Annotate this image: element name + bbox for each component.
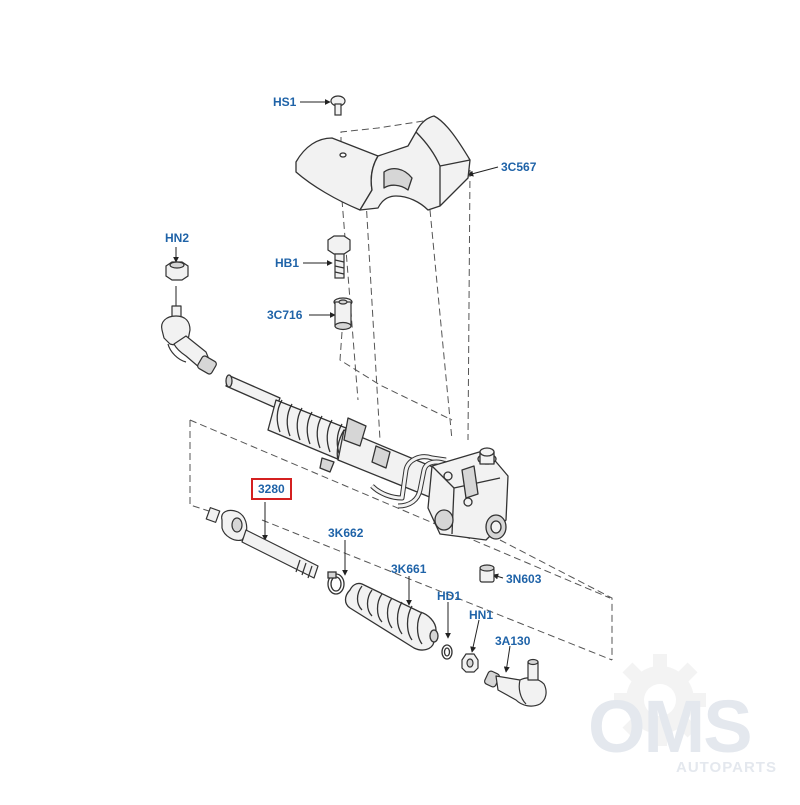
callout-3k662[interactable]: 3K662 <box>328 526 364 540</box>
callout-hs1[interactable]: HS1 <box>273 95 297 109</box>
tie-rod-end-3a130[interactable] <box>483 658 547 707</box>
callout-3c567[interactable]: 3C567 <box>501 160 537 174</box>
callout-3k661[interactable]: 3K661 <box>391 562 427 576</box>
callout-hd1[interactable]: HD1 <box>437 589 462 603</box>
heat-shield-3c567[interactable] <box>295 115 471 211</box>
bellows-3k661[interactable] <box>344 582 439 651</box>
callout-3a130[interactable]: 3A130 <box>495 634 531 648</box>
callout-hn1[interactable]: HN1 <box>469 608 494 622</box>
callout-3n603[interactable]: 3N603 <box>506 572 542 586</box>
cap-3n603[interactable] <box>479 564 495 583</box>
callout-leaders <box>173 99 511 673</box>
clamp-3k662[interactable] <box>327 571 345 595</box>
callout-3c716[interactable]: 3C716 <box>267 308 303 322</box>
bushing-3c716[interactable] <box>333 297 353 331</box>
nut-hn2[interactable] <box>165 261 189 281</box>
bolt-hb1[interactable] <box>327 235 351 279</box>
callout-hb1[interactable]: HB1 <box>275 256 300 270</box>
assembly-guide-lines <box>189 119 613 661</box>
nut-hn1[interactable] <box>461 653 479 673</box>
tie-rod-end-left[interactable] <box>161 305 218 375</box>
inner-tie-rod-3280[interactable] <box>205 507 319 579</box>
clip-hd1[interactable] <box>441 644 453 660</box>
watermark-gear-icon <box>614 654 706 746</box>
callout-hn2[interactable]: HN2 <box>165 231 190 245</box>
callout-3280-highlighted[interactable]: 3280 <box>251 478 292 500</box>
screw-hs1[interactable] <box>330 95 346 116</box>
steering-gear-assembly[interactable] <box>225 374 509 541</box>
